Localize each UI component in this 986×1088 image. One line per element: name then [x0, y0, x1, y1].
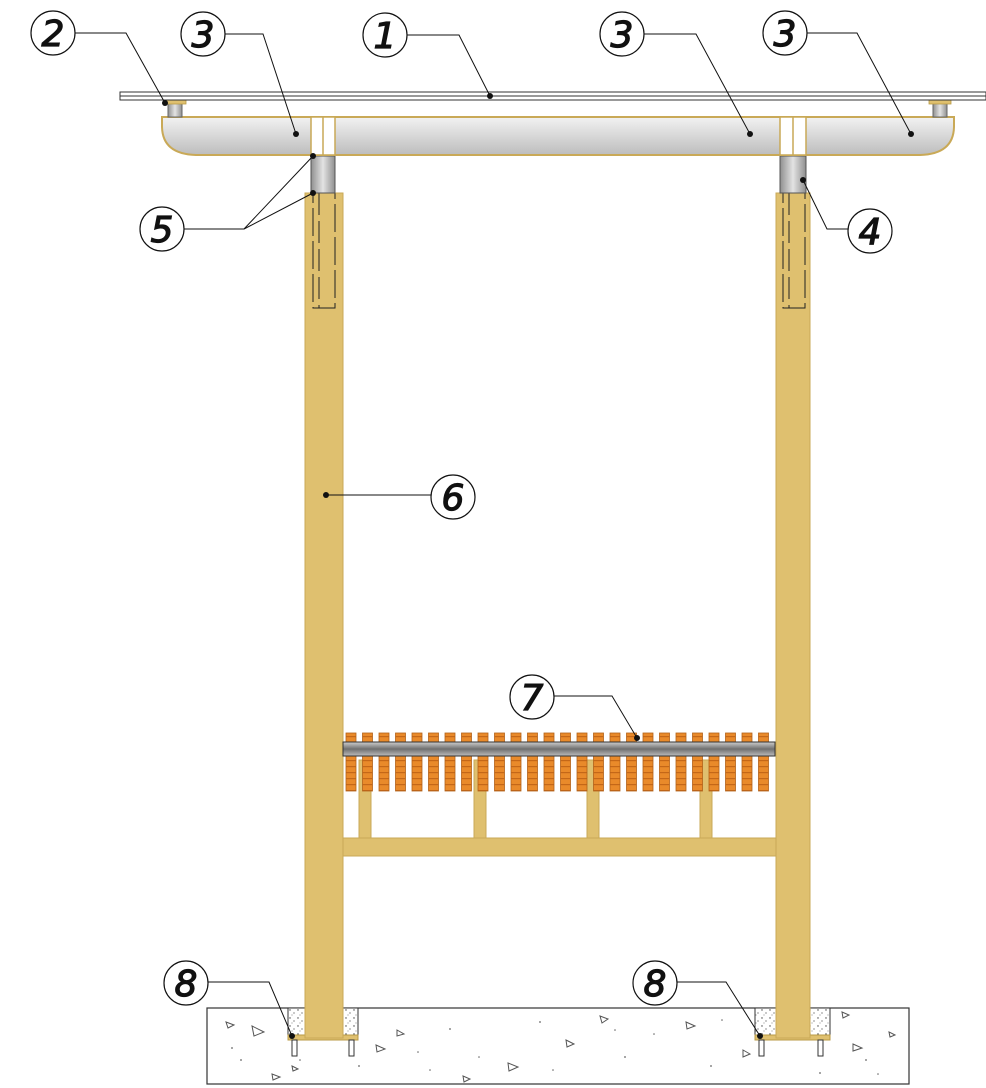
bench-rail	[342, 741, 776, 757]
bench-slat	[692, 732, 703, 792]
bench-slat	[510, 732, 522, 792]
bench-slat	[411, 732, 423, 792]
bench-slat	[461, 732, 472, 792]
callout-3-right-label: 3	[774, 14, 797, 55]
bench-slat	[576, 732, 588, 792]
bench-slat	[642, 732, 654, 792]
bench-slat	[477, 732, 489, 792]
callout-5: 5	[139, 206, 185, 252]
callout-4: 4	[847, 208, 893, 254]
spacer-blocks	[163, 99, 952, 118]
callout-3-left-label: 3	[192, 15, 215, 56]
callout-7-label: 7	[521, 678, 544, 719]
bench-slat	[708, 732, 720, 792]
bench-slat	[659, 732, 670, 792]
callout-3-right: 3	[762, 10, 808, 56]
callout-3-middle-label: 3	[611, 15, 634, 56]
post-right	[775, 192, 811, 1039]
callout-3-left: 3	[180, 11, 226, 57]
callout-6: 6	[430, 474, 476, 520]
roof-panel	[119, 91, 986, 101]
callout-2: 2	[30, 10, 76, 56]
post-left	[304, 192, 344, 1039]
bench-slat	[593, 732, 604, 792]
bench-slat	[345, 732, 357, 792]
callout-leaders	[75, 32, 912, 1037]
callout-6-label: 6	[442, 478, 465, 519]
bench-slat	[444, 732, 456, 792]
bench-slat	[725, 732, 736, 792]
callout-8-right: 8	[632, 960, 678, 1006]
bench-frame	[342, 759, 777, 857]
bench-slat	[560, 732, 571, 792]
bench-slat	[428, 732, 439, 792]
bench-slat	[378, 732, 390, 792]
bench-slat	[494, 732, 505, 792]
bench-slats	[345, 732, 769, 792]
bench-slat	[395, 732, 406, 792]
post-connector-right	[779, 155, 807, 194]
main-beam	[161, 116, 955, 156]
bench-slat	[758, 732, 769, 792]
post-connector-left	[310, 155, 336, 194]
callout-2-label: 2	[42, 14, 65, 55]
bench-slat	[543, 732, 555, 792]
callout-8-right-label: 8	[644, 964, 667, 1005]
callout-dots	[162, 93, 914, 1039]
bench-slat	[362, 732, 373, 792]
bench-slat	[527, 732, 538, 792]
callout-3-middle: 3	[599, 11, 645, 57]
bench-slat	[626, 732, 637, 792]
bench-slat	[741, 732, 753, 792]
callout-8-left-label: 8	[175, 964, 198, 1005]
callout-1-label: 1	[374, 16, 397, 57]
bench-slat	[675, 732, 687, 792]
callout-4-label: 4	[859, 212, 882, 253]
callout-1: 1	[362, 12, 408, 58]
callout-8-left: 8	[163, 960, 209, 1006]
callout-7: 7	[509, 674, 555, 720]
callout-5-label: 5	[151, 210, 174, 251]
bench-slat	[609, 732, 621, 792]
